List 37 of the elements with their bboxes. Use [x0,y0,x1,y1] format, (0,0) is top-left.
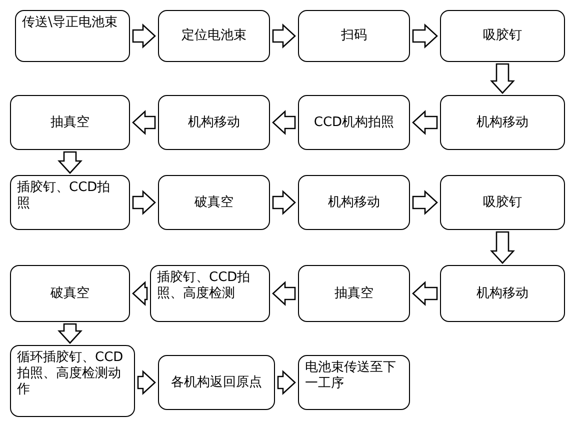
block-arrow [132,190,156,215]
process-box: 机构移动 [158,95,270,150]
process-box: 电池束传送至下一工序 [298,355,410,410]
process-box: 破真空 [10,265,130,322]
block-arrow [412,281,438,306]
process-box: 定位电池束 [158,10,270,62]
block-arrow [412,190,438,215]
block-arrow [137,370,156,395]
block-arrow [58,323,82,344]
block-arrow [272,24,296,48]
process-box: CCD机构拍照 [298,95,410,150]
block-arrow [412,110,438,135]
process-box: 插胶钉、CCD拍照 [10,175,130,230]
process-box: 传送\导正电池束 [15,10,130,62]
block-arrow [272,281,296,306]
block-arrow [132,24,156,48]
process-box: 机构移动 [440,95,565,150]
block-arrow [412,24,438,48]
block-arrow [490,63,515,94]
process-box: 机构移动 [298,175,410,230]
process-box: 破真空 [158,175,270,230]
block-arrow [490,231,515,264]
block-arrow [58,151,82,174]
process-box: 抽真空 [10,95,130,150]
process-box: 循环插胶钉、CCD拍照、高度检测动作 [10,345,135,417]
block-arrow [272,190,296,215]
process-box: 各机构返回原点 [158,355,275,410]
process-box: 吸胶钉 [440,175,565,230]
process-box: 吸胶钉 [440,10,565,62]
process-box: 机构移动 [440,265,565,322]
block-arrow [132,110,156,135]
block-arrow [132,281,148,306]
block-arrow [277,370,296,395]
process-box: 扫码 [298,10,410,62]
block-arrow [272,110,296,135]
process-box: 插胶钉、CCD拍照、高度检测 [150,265,270,322]
process-box: 抽真空 [298,265,410,322]
